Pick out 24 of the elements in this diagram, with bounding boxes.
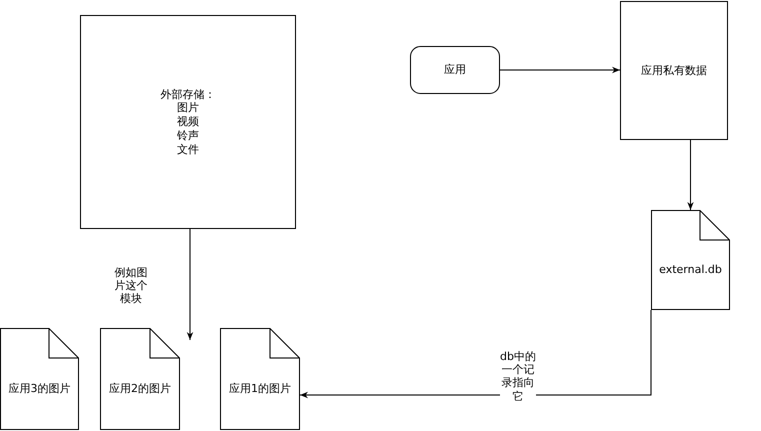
document-shape [651, 210, 730, 310]
node-text: 文件 [177, 142, 199, 156]
node-text: 应用1的图片 [229, 382, 291, 396]
node-text: 外部存储： [160, 88, 216, 102]
document-shape [0, 328, 79, 430]
node-text: 铃声 [177, 128, 199, 143]
arrow [300, 310, 652, 398]
node-text: 应用2的图片 [109, 382, 171, 396]
storage-box [620, 1, 728, 140]
node-text: 图片 [177, 101, 199, 116]
arrow [687, 140, 694, 210]
node-text: external.db [659, 263, 722, 277]
edge-label: db中的一个记录指向它 [500, 350, 536, 403]
document-shape [100, 328, 180, 430]
node-text: 应用 [444, 63, 466, 77]
document-shape [220, 328, 300, 430]
arrow [186, 228, 194, 340]
storage-box [80, 15, 296, 229]
node-text: 应用私有数据 [641, 64, 707, 78]
edge-label: 例如图片这个模块 [113, 266, 149, 306]
node-text: 视频 [177, 115, 199, 129]
arrow [500, 66, 620, 74]
node-text: 应用3的图片 [8, 382, 70, 396]
rounded-box [410, 46, 500, 94]
